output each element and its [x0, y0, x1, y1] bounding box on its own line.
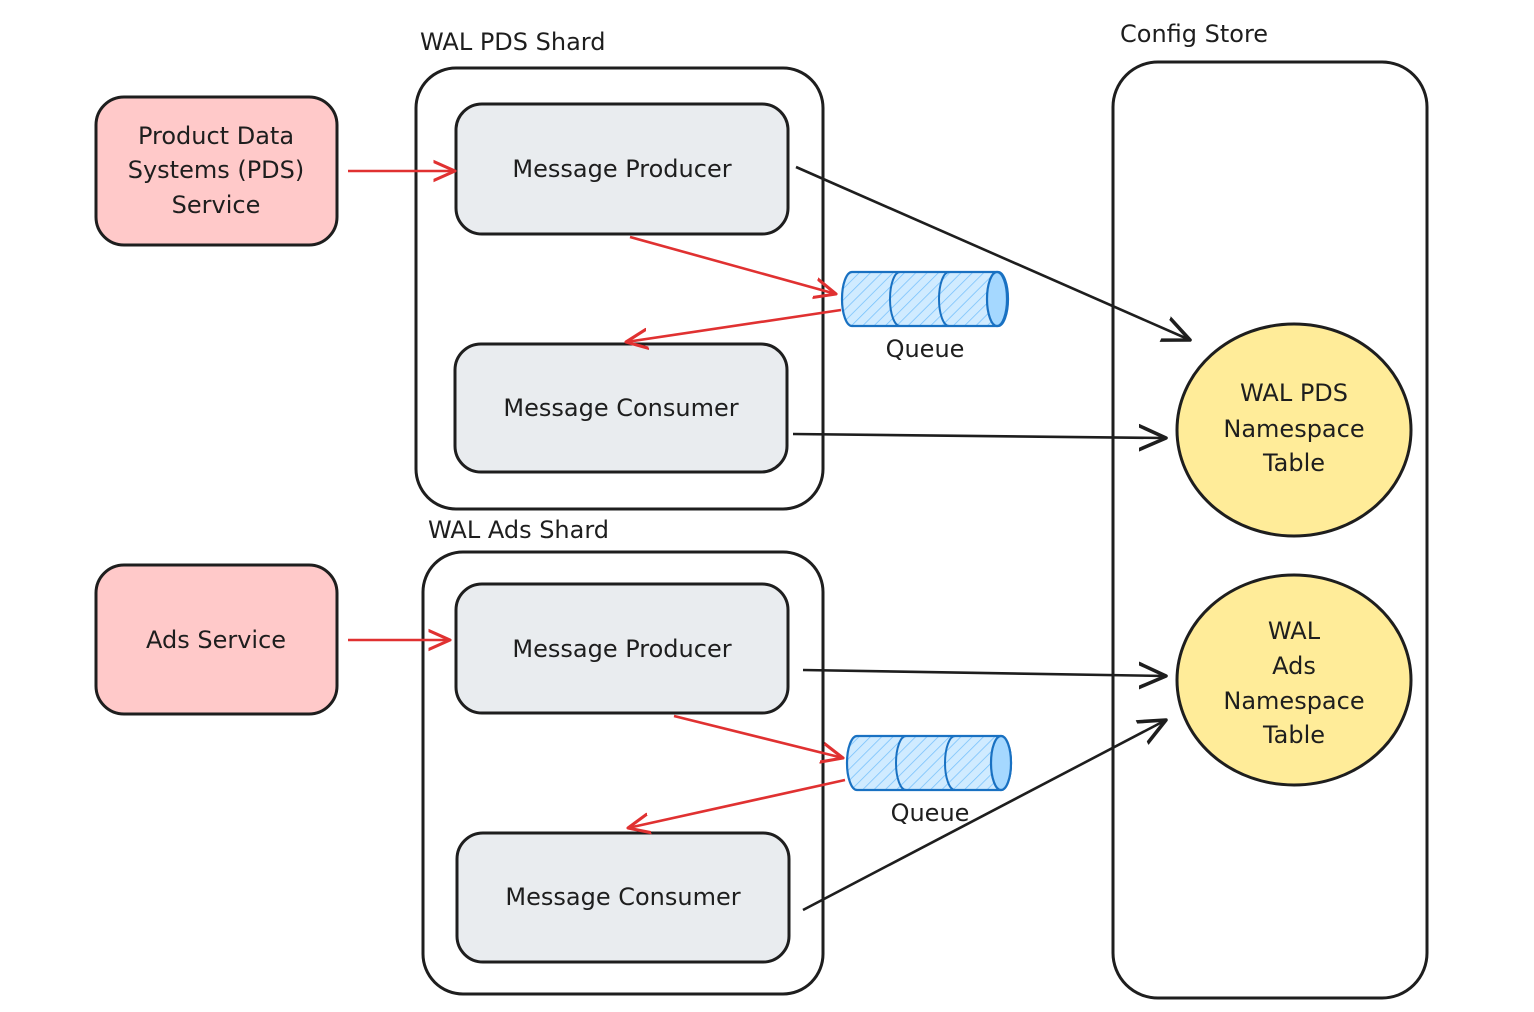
pds-message-consumer-label: Message Consumer	[503, 394, 738, 422]
pds-producer-to-pds-table-arrow	[795, 165, 1190, 340]
ads-service-node[interactable]: Ads Service	[94, 563, 339, 716]
ads-message-producer-label: Message Producer	[512, 635, 731, 663]
pds-service-box[interactable]	[94, 95, 339, 247]
ads-producer-to-queue-arrow	[673, 714, 843, 758]
wal-pds-namespace-table[interactable]: WAL PDS Namespace Table	[1175, 322, 1413, 538]
wal-ads-shard-title: WAL Ads Shard	[428, 516, 609, 544]
wal-ads-table-label-line-3: Namespace	[1223, 687, 1364, 715]
wal-ads-table-label-line-1: WAL	[1268, 617, 1321, 645]
pds-message-consumer[interactable]: Message Consumer	[453, 342, 789, 474]
ads-consumer-to-ads-table-arrow	[802, 720, 1166, 912]
ads-message-consumer-box[interactable]	[455, 831, 791, 964]
pds-service-label-line-3: Service	[172, 191, 261, 219]
pds-message-consumer-box[interactable]	[453, 342, 789, 474]
wal-ads-table-label-line-2: Ads	[1272, 652, 1316, 680]
wal-pds-table-label-line-1: WAL PDS	[1240, 379, 1348, 407]
ads-queue-to-consumer-arrow	[628, 778, 846, 828]
pds-message-producer[interactable]: Message Producer	[454, 102, 790, 236]
ads-message-consumer-label: Message Consumer	[505, 883, 740, 911]
wal-ads-table-label-line-4: Table	[1262, 721, 1325, 749]
wal-pds-shard-title: WAL PDS Shard	[420, 28, 605, 56]
ads-message-producer-box[interactable]	[454, 582, 790, 715]
pds-queue-label: Queue	[886, 335, 965, 363]
ads-message-producer[interactable]: Message Producer	[454, 582, 790, 715]
wal-ads-namespace-table[interactable]: WAL Ads Namespace Table	[1175, 573, 1413, 787]
wal-pds-table-label-line-3: Table	[1262, 449, 1325, 477]
pds-service-node[interactable]: Product Data Systems (PDS) Service	[94, 95, 339, 247]
pds-queue-to-consumer-arrow	[626, 308, 842, 342]
wal-ads-namespace-table-circle[interactable]	[1175, 573, 1413, 787]
config-arrows	[792, 165, 1190, 912]
queue-cylinder-icon	[840, 270, 1010, 328]
wal-pds-table-label-line-2: Namespace	[1223, 415, 1364, 443]
pds-service-label-line-2: Systems (PDS)	[128, 156, 305, 184]
pds-queue[interactable]: Queue	[840, 270, 1010, 363]
data-flow-arrows	[348, 171, 846, 828]
config-store-title: Config Store	[1120, 20, 1268, 48]
ads-service-box[interactable]	[94, 563, 339, 716]
queue-cylinder-icon	[845, 734, 1013, 792]
ads-queue-label: Queue	[891, 799, 970, 827]
pds-service-label-line-1: Product Data	[138, 122, 294, 150]
ads-service-label: Ads Service	[146, 626, 286, 654]
pds-message-producer-label: Message Producer	[512, 155, 731, 183]
pds-producer-to-queue-arrow	[629, 235, 836, 294]
ads-producer-to-ads-table-arrow	[802, 670, 1166, 676]
wal-pds-namespace-table-circle[interactable]	[1175, 322, 1413, 538]
ads-message-consumer[interactable]: Message Consumer	[455, 831, 791, 964]
ads-queue[interactable]: Queue	[845, 734, 1013, 827]
pds-consumer-to-pds-table-arrow	[792, 434, 1166, 438]
